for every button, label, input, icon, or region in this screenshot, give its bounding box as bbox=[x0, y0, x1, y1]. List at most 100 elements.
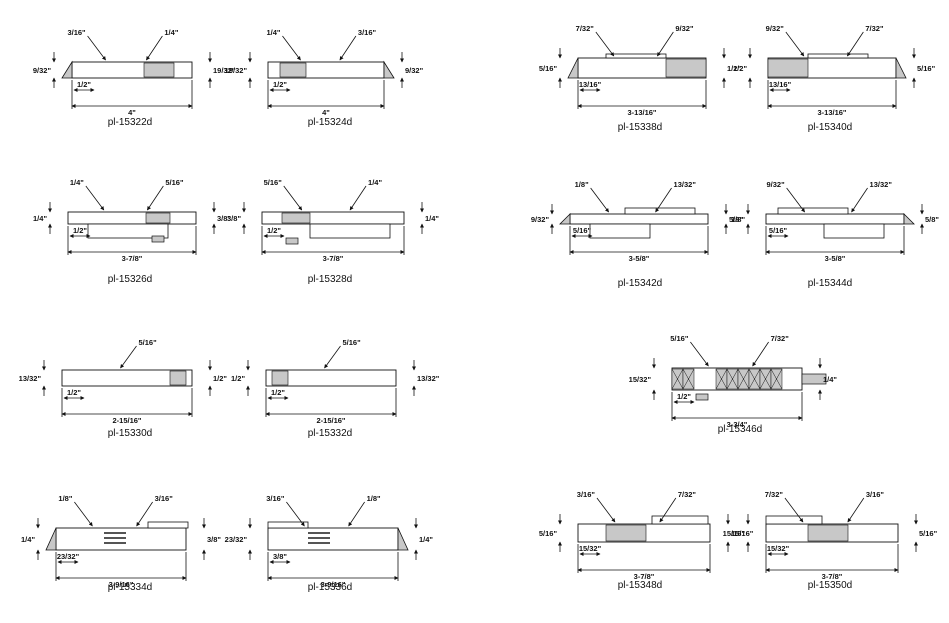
dimension-label: 7/32" bbox=[576, 24, 595, 33]
shaded-insert bbox=[145, 212, 171, 224]
dimension-label: 13/32" bbox=[870, 180, 893, 189]
part-diagram-pl-15346d: 3-3/4"5/16"7/32"15/32"1/4"1/2"pl-15346d bbox=[629, 334, 838, 435]
part-code: pl-15330d bbox=[108, 428, 152, 439]
dimension-label: 19/32" bbox=[225, 66, 248, 75]
guide-rail bbox=[765, 515, 823, 525]
leader-line bbox=[283, 185, 303, 211]
guide-rail bbox=[777, 207, 849, 215]
hatch-mark bbox=[759, 368, 772, 390]
leader-line bbox=[87, 35, 106, 61]
dimension-label: 5/16" bbox=[769, 226, 788, 235]
shaded-insert bbox=[665, 58, 707, 78]
leader-line bbox=[847, 31, 864, 57]
dimension-label: 1/8" bbox=[367, 494, 381, 503]
tapered-end bbox=[903, 213, 915, 225]
guide-rail bbox=[651, 515, 709, 525]
leader-line bbox=[348, 501, 365, 527]
dimension-label: 15/32" bbox=[767, 544, 790, 553]
guide-rail bbox=[267, 521, 309, 529]
leader-line bbox=[655, 187, 672, 213]
tapered-end bbox=[567, 57, 579, 79]
hatch-mark bbox=[748, 368, 761, 390]
hatch-mark bbox=[726, 368, 739, 390]
dimension-label: 15/16" bbox=[731, 529, 754, 538]
dimension-label: 5/16" bbox=[139, 338, 158, 347]
dimension-label: 4" bbox=[128, 108, 136, 117]
leader-line bbox=[339, 35, 357, 61]
clip-piece bbox=[151, 235, 165, 243]
dimension-label: 1/2" bbox=[67, 388, 81, 397]
dimension-label: 3-5/8" bbox=[629, 254, 650, 263]
part-code: pl-15348d bbox=[618, 580, 662, 591]
part-code: pl-15344d bbox=[808, 278, 852, 289]
dimension-label: 5/8" bbox=[729, 215, 743, 224]
dimension-label: 3/16" bbox=[577, 490, 596, 499]
part-code: pl-15326d bbox=[108, 274, 152, 285]
dimension-label: 2-15/16" bbox=[317, 416, 346, 425]
dimension-label: 5/16" bbox=[919, 529, 938, 538]
vent-slot bbox=[308, 542, 330, 544]
dimension-label: 13/16" bbox=[769, 80, 792, 89]
shaded-insert bbox=[807, 524, 849, 542]
dimension-label: 9/32" bbox=[766, 24, 785, 33]
dimension-label: 5/16" bbox=[165, 178, 184, 187]
dimension-label: 1/4" bbox=[368, 178, 382, 187]
guide-rail bbox=[605, 53, 667, 59]
dimension-label: 5/16" bbox=[539, 64, 558, 73]
dimension-label: 1/8" bbox=[575, 180, 589, 189]
shaded-insert bbox=[281, 212, 311, 224]
dimension-label: 3/16" bbox=[358, 28, 377, 37]
dimension-label: 1/2" bbox=[677, 392, 691, 401]
dimension-label: 7/32" bbox=[865, 24, 884, 33]
end-plug bbox=[801, 373, 827, 385]
dimension-label: 3/16" bbox=[67, 28, 86, 37]
part-code: pl-15338d bbox=[618, 122, 662, 133]
part-code: pl-15328d bbox=[308, 274, 352, 285]
vent-slot bbox=[104, 542, 126, 544]
part-diagram-pl-15326d: 3-7/8"1/4"5/16"1/4"3/8"1/2"pl-15326d bbox=[33, 178, 231, 285]
shaded-insert bbox=[279, 62, 307, 78]
dimension-label: 3/8" bbox=[207, 535, 221, 544]
dimension-label: 13/32" bbox=[674, 180, 697, 189]
dimension-label: 13/32" bbox=[19, 374, 42, 383]
dimension-label: 3/8" bbox=[273, 552, 287, 561]
leader-line bbox=[349, 185, 367, 211]
dimension-label: 3-7/8" bbox=[634, 572, 655, 581]
part-diagram-pl-15330d: 2-15/16"5/16"13/32"1/2"1/2"pl-15330d bbox=[19, 338, 228, 439]
guide-step bbox=[823, 223, 885, 239]
part-diagram-pl-15350d: 3-7/8"7/32"3/16"15/16"5/16"15/32"pl-1535… bbox=[723, 490, 938, 591]
leader-line bbox=[120, 345, 137, 369]
part-diagram-pl-15332d: 2-15/16"5/16"1/2"13/32"1/2"pl-15332d bbox=[231, 338, 440, 439]
dimension-label: 3/16" bbox=[266, 494, 285, 503]
part-diagram-pl-15322d: 4"3/16"1/4"9/32"19/32"1/2"pl-15322d bbox=[33, 28, 236, 128]
dimension-label: 1/2" bbox=[271, 388, 285, 397]
dimension-label: 7/32" bbox=[678, 490, 697, 499]
dimension-label: 1/2" bbox=[267, 226, 281, 235]
part-diagram-pl-15324d: 4"1/4"3/16"19/32"9/32"1/2"pl-15324d bbox=[225, 28, 424, 128]
dimension-label: 13/16" bbox=[579, 80, 602, 89]
dimension-label: 9/32" bbox=[766, 180, 785, 189]
guide-body bbox=[265, 369, 397, 387]
guide-step bbox=[309, 223, 391, 239]
leader-line bbox=[784, 497, 804, 523]
guide-body bbox=[67, 211, 197, 225]
guide-rail bbox=[624, 207, 696, 215]
part-diagram-pl-15348d: 3-7/8"3/16"7/32"5/16"15/16"15/32"pl-1534… bbox=[539, 490, 754, 591]
guide-body bbox=[267, 527, 399, 551]
leader-line bbox=[659, 497, 677, 523]
clip-piece bbox=[285, 237, 299, 245]
dimension-label: 1/4" bbox=[419, 535, 433, 544]
dimension-label: 5/8" bbox=[925, 215, 939, 224]
hatch-mark bbox=[770, 368, 783, 390]
dimension-label: 5/16" bbox=[264, 178, 283, 187]
part-diagram-pl-15334d: 3-9/16"1/8"3/16"1/4"3/8"23/32"pl-15334d bbox=[21, 494, 221, 593]
dimension-label: 1/8" bbox=[58, 494, 72, 503]
part-code: pl-15346d bbox=[718, 424, 762, 435]
vent-slot bbox=[104, 537, 126, 539]
leader-line bbox=[590, 187, 609, 213]
part-code: pl-15336d bbox=[308, 582, 352, 593]
hatch-mark bbox=[737, 368, 750, 390]
part-code: pl-15324d bbox=[308, 117, 352, 128]
vent-slot bbox=[104, 532, 126, 534]
